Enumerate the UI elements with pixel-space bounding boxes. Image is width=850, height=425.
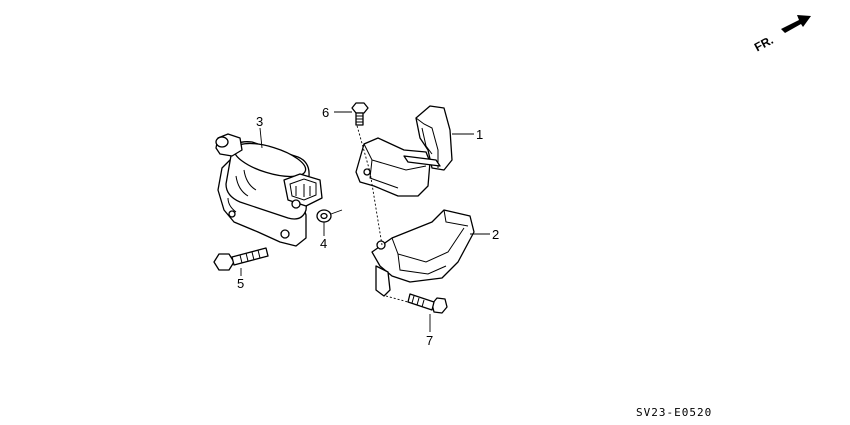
callout-7: 7 bbox=[426, 333, 433, 348]
front-direction-indicator: FR. bbox=[752, 15, 811, 54]
diagram-code: SV23-E0520 bbox=[636, 406, 712, 419]
upper-bracket-part bbox=[355, 105, 453, 197]
callout-1: 1 bbox=[476, 127, 483, 142]
coil-bolt-part bbox=[213, 247, 269, 271]
callout-5: 5 bbox=[237, 276, 244, 291]
front-direction-label: FR. bbox=[752, 33, 776, 54]
callout-2: 2 bbox=[492, 227, 499, 242]
callout-4: 4 bbox=[320, 236, 327, 251]
callout-3: 3 bbox=[256, 114, 263, 129]
ignition-coil-part bbox=[215, 133, 323, 247]
nut-part bbox=[316, 209, 343, 223]
lower-bolt-part bbox=[407, 293, 448, 314]
front-arrow-icon bbox=[781, 15, 811, 33]
lower-bracket-part bbox=[371, 209, 475, 297]
alignment-line bbox=[385, 295, 409, 303]
leader-line bbox=[259, 127, 263, 149]
callout-6: 6 bbox=[322, 105, 329, 120]
upper-bolt-part bbox=[351, 102, 369, 126]
alignment-line bbox=[355, 121, 383, 246]
